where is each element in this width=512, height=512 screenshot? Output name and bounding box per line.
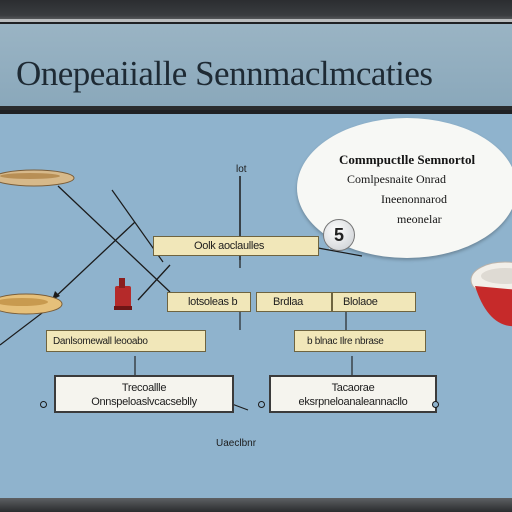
bubble-line: Commpuctlle Semnortol: [339, 152, 476, 167]
node-box-left-subtitle: Onnspeloaslvcacseblly: [91, 396, 197, 408]
connector-line: [317, 247, 363, 257]
label-left-mid: Danlsomewall leooabo: [46, 330, 206, 352]
node-box-right-title: Tacaorae: [331, 382, 375, 394]
node-box-right: Tacaorae eksrpneloanaleannacllo: [269, 375, 437, 413]
bowl-icon: [469, 250, 512, 345]
label-row-a: lotsoleas b: [167, 292, 251, 312]
dish-icon: [0, 166, 76, 195]
clock-glyph: 5: [333, 224, 344, 245]
connector-line: [137, 264, 171, 301]
footer-note: Uaeclbnr: [216, 438, 257, 449]
connector-line: [0, 309, 47, 346]
connector-line: [231, 403, 249, 411]
vertical-tick-label: lot: [236, 164, 247, 175]
arrow-label: Oolk aoclaulles: [153, 236, 319, 256]
node-box-left-title: Trecoallle: [121, 382, 167, 394]
title-bar: Onepeaiialle Sennmaclmcaties: [0, 24, 512, 110]
bubble-line: Comlpesnaite Onrad: [347, 172, 446, 186]
node-box-left: Trecoallle Onnspeloaslvcacseblly: [54, 375, 234, 413]
dish-icon: [0, 290, 66, 325]
connector-handle[interactable]: [258, 401, 265, 408]
connector-handle[interactable]: [40, 401, 47, 408]
bottom-frame: [0, 498, 512, 512]
connector-line: [57, 185, 171, 293]
label-row-b: Brdlaa: [256, 292, 332, 312]
bubble-line: meonelar: [397, 212, 442, 226]
label-right-mid: b blnac Ilre nbrase: [294, 330, 426, 352]
top-frame: [0, 0, 512, 22]
lamp-icon: [111, 274, 137, 319]
page-title: Onepeaiialle Sennmaclmcaties: [16, 54, 433, 93]
label-row-c: Blolaoe: [332, 292, 416, 312]
connector-line: [51, 221, 136, 301]
bubble-line: Ineenonnarod: [381, 192, 447, 206]
connector-handle[interactable]: [432, 401, 439, 408]
clock-icon: 5: [323, 219, 355, 251]
node-box-right-subtitle: eksrpneloanaleannacllo: [298, 396, 408, 408]
